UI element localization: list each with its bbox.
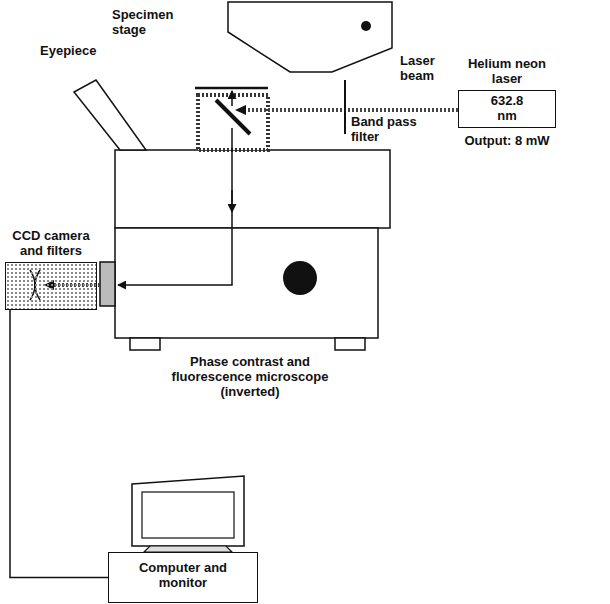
filter-cube (198, 95, 268, 150)
part-label: Band pass filter (351, 115, 421, 145)
part-label: Specimen stage (112, 8, 188, 38)
beam-arrowhead (235, 105, 246, 115)
monitor (132, 476, 244, 546)
ccd-camera-box: CCD camera and filters (5, 262, 97, 310)
microscope-lower-body (115, 228, 378, 338)
focus-knob (283, 261, 317, 295)
microscope-foot (335, 338, 365, 350)
emission-path (118, 128, 232, 285)
band-pass-filter (344, 80, 346, 134)
dichroic-mirror (216, 100, 250, 134)
microscope-foot (130, 338, 160, 350)
specimen-stage (195, 87, 268, 90)
lamp-knob (361, 21, 371, 31)
beam-down-arrow (231, 190, 233, 212)
camera-port (100, 262, 115, 306)
eyepiece-tube (74, 80, 146, 150)
part-label: Laser beam (400, 54, 452, 84)
caption-label: Phase contrast and fluorescence microsco… (160, 355, 340, 400)
computer-box: Computer and monitor (108, 552, 258, 603)
beam-up (231, 91, 233, 106)
microscope-upper-body (115, 150, 390, 228)
monitor-screen (142, 492, 234, 538)
lamp-housing (228, 2, 392, 72)
node-text: 632.8 nm (482, 94, 532, 124)
laser-beam (244, 108, 458, 112)
laser-box: Helium neon laser632.8 nm (458, 90, 556, 128)
part-label: Eyepiece (40, 44, 120, 59)
node-heading: CCD camera and filters (6, 229, 96, 259)
spec-label: Output: 8 mW (452, 134, 562, 149)
node-text: Computer and monitor (113, 561, 253, 591)
cable-connector (10, 310, 108, 578)
node-heading: Helium neon laser (459, 57, 555, 87)
